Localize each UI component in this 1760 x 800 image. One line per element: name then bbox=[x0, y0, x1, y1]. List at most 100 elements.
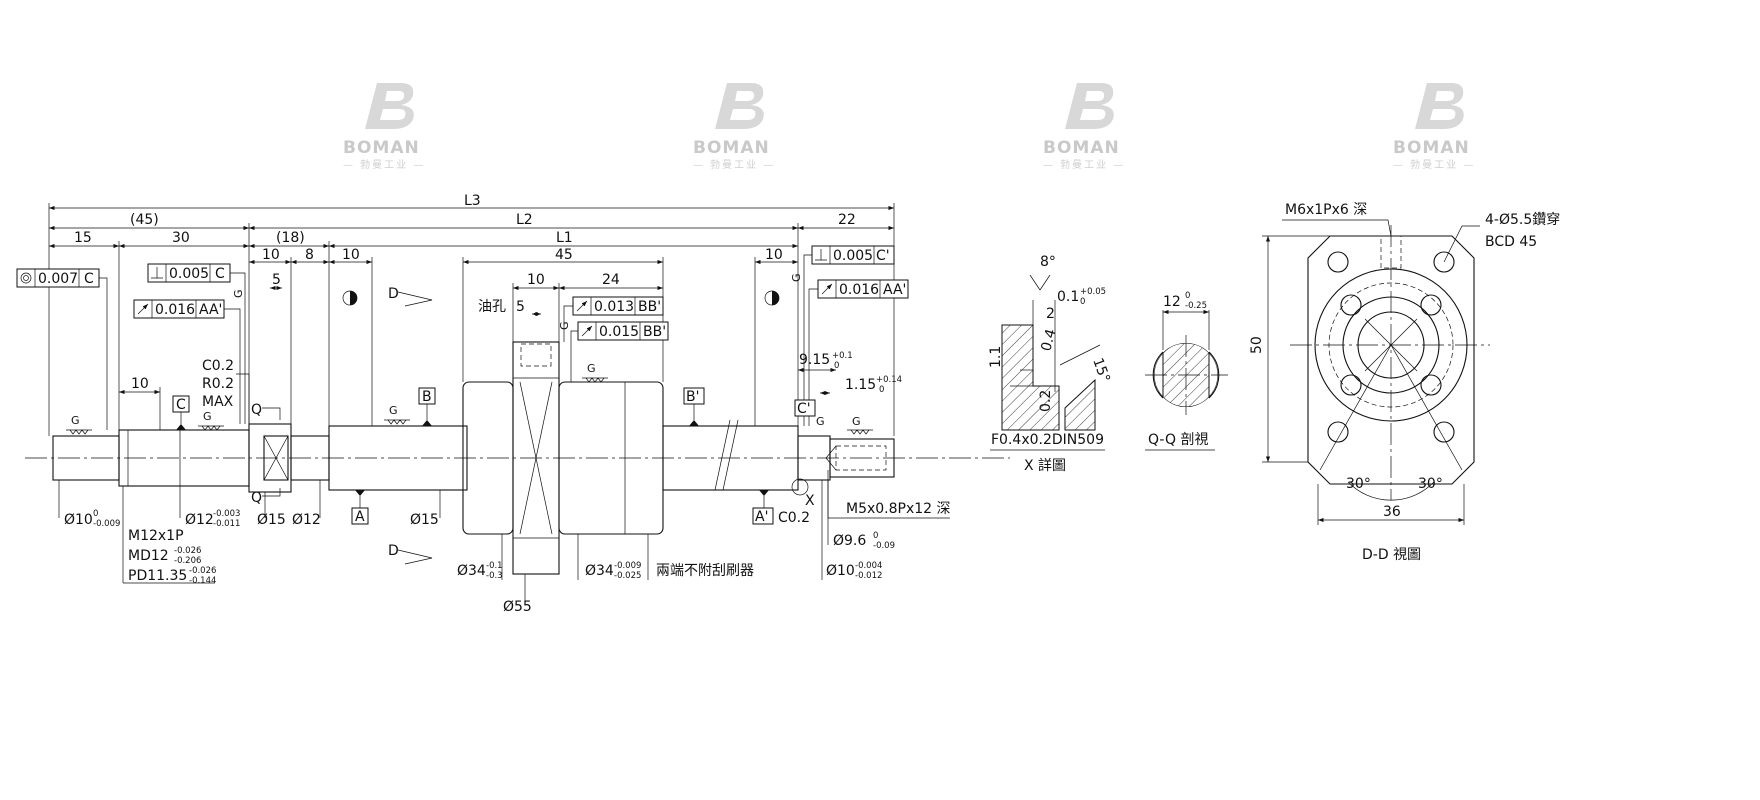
dim-30: 30 bbox=[172, 230, 190, 246]
svg-text:G: G bbox=[587, 362, 596, 375]
svg-text:— 勃曼工业 —: — 勃曼工业 — bbox=[693, 158, 775, 171]
section-q-dim-12: 12 bbox=[1163, 294, 1181, 310]
svg-text:G: G bbox=[790, 273, 803, 282]
watermark-logo: BOMAN — 勃曼工业 — bbox=[693, 83, 775, 171]
oil-hole-label: 油孔 bbox=[478, 299, 506, 315]
dim-L1: L1 bbox=[556, 230, 573, 246]
section-q-arrow bbox=[262, 488, 281, 497]
svg-text:A: A bbox=[355, 509, 365, 525]
svg-text:G: G bbox=[203, 410, 212, 423]
dim-8: 8 bbox=[305, 247, 314, 263]
dia-34-nut-tol-lower: -0.025 bbox=[614, 571, 641, 581]
section-symbol bbox=[764, 290, 780, 306]
dia-34-nut-tol-upper: -0.009 bbox=[614, 561, 641, 571]
dim-9-15-tol-upper: +0.1 bbox=[832, 351, 853, 361]
svg-text:C': C' bbox=[797, 401, 811, 417]
thread-pd-tol-lower: -0.144 bbox=[189, 576, 216, 586]
datum-ap: A' bbox=[752, 490, 774, 525]
section-symbol bbox=[342, 290, 358, 306]
dia-10-left-tol-upper: 0 bbox=[93, 509, 98, 519]
view-d-angle-30-left: 30° bbox=[1346, 476, 1371, 492]
gdt-ref: BB' bbox=[643, 324, 666, 340]
dia-12-thread: Ø12 bbox=[185, 512, 214, 528]
gdt-ref: AA' bbox=[199, 302, 222, 318]
gdt-value: 0.005 bbox=[169, 266, 209, 282]
section-q-tol-lower: -0.25 bbox=[1185, 301, 1207, 311]
detail-x-0-1-tol-lower: 0 bbox=[1080, 297, 1085, 307]
dia-10-left-tol-lower: -0.009 bbox=[93, 519, 120, 529]
datum-cp: C' bbox=[794, 399, 816, 417]
section-q-tol-upper: 0 bbox=[1185, 291, 1190, 301]
dim-1-15-tol-upper: +0.14 bbox=[876, 375, 902, 385]
dia-34-nut: Ø34 bbox=[585, 563, 614, 579]
svg-text:G: G bbox=[389, 404, 398, 417]
detail-x-1-1: 1.1 bbox=[988, 346, 1004, 368]
gdt-ref: C' bbox=[876, 248, 890, 264]
view-d-holes-note: 4-Ø5.5鑽穿 bbox=[1485, 212, 1560, 228]
dim-9-15-tol-lower: 0 bbox=[834, 361, 839, 371]
dia-34-flange-tol-upper: -0.1 bbox=[486, 561, 503, 571]
dim-L3: L3 bbox=[464, 193, 481, 209]
dia-9-6-tol-upper: 0 bbox=[873, 531, 878, 541]
dim-15: 15 bbox=[74, 230, 92, 246]
gdt-runout-right: 0.016 AA' bbox=[808, 279, 909, 426]
gdt-value: 0.015 bbox=[599, 324, 639, 340]
view-d-height-50: 50 bbox=[1249, 336, 1265, 354]
chamfer-c02-label: C0.2 bbox=[202, 358, 234, 374]
svg-text:BOMAN: BOMAN bbox=[1043, 138, 1120, 158]
detail-x-note: F0.4x0.2DIN509 bbox=[991, 432, 1104, 448]
svg-text:G: G bbox=[71, 414, 80, 427]
leader-line bbox=[236, 373, 250, 424]
svg-text:B: B bbox=[422, 389, 432, 405]
detail-x-angle-8: 8° bbox=[1040, 254, 1056, 270]
dim-9-15: 9.15 bbox=[799, 352, 830, 368]
gdt-ref: BB' bbox=[638, 299, 661, 315]
grind-mark: G bbox=[66, 414, 92, 435]
dia-10-right: Ø10 bbox=[826, 563, 855, 579]
svg-text:G: G bbox=[816, 415, 825, 428]
grind-mark: G bbox=[582, 362, 608, 383]
gdt-runout-nut-1: 0.013 BB' bbox=[563, 296, 664, 342]
wiper-note: 兩端不附刮刷器 bbox=[656, 563, 754, 579]
gdt-ref: C bbox=[84, 271, 94, 287]
detail-x-2: 2 bbox=[1046, 306, 1055, 322]
watermark-logo: BOMAN — 勃曼工业 — bbox=[343, 83, 423, 171]
thread-pd: PD11.35 bbox=[128, 568, 187, 584]
thread-md12-tol-upper: -0.026 bbox=[174, 546, 201, 556]
grind-mark: G bbox=[198, 410, 224, 431]
thread-m5: M5x0.8Px12 深 bbox=[846, 501, 951, 517]
gdt-ref: AA' bbox=[883, 282, 906, 298]
gdt-value: 0.005 bbox=[833, 248, 873, 264]
grind-mark: G bbox=[232, 289, 245, 298]
dia-10-right-tol-lower: -0.012 bbox=[855, 571, 882, 581]
detail-x-0-4: 0.4 bbox=[1038, 327, 1059, 353]
svg-text:BOMAN: BOMAN bbox=[1393, 138, 1470, 158]
detail-x-title: X 詳圖 bbox=[1024, 458, 1066, 474]
thread-md12: MD12 bbox=[128, 548, 169, 564]
dim-5a: 5 bbox=[272, 272, 281, 288]
section-q-label-top: Q bbox=[251, 402, 262, 418]
dim-10e: 10 bbox=[765, 247, 783, 263]
view-d-flange bbox=[1262, 219, 1490, 525]
svg-text:BOMAN: BOMAN bbox=[693, 138, 770, 158]
svg-text:G: G bbox=[232, 289, 245, 298]
datum-a: A bbox=[351, 490, 369, 525]
watermark-logo: BOMAN — 勃曼工业 — bbox=[1043, 83, 1123, 171]
thread-md12-tol-lower: -0.206 bbox=[174, 556, 201, 566]
grind-mark: G bbox=[790, 273, 803, 282]
view-d-width-36: 36 bbox=[1383, 504, 1401, 520]
view-d-arrow bbox=[397, 549, 433, 565]
view-d-label-top: D bbox=[388, 286, 399, 302]
leaders-bottom bbox=[58, 470, 829, 605]
dim-5b: 5 bbox=[516, 299, 525, 315]
watermark-logo: BOMAN — 勃曼工业 — bbox=[1393, 83, 1473, 171]
dim-L2: L2 bbox=[516, 212, 533, 228]
grind-mark: G bbox=[558, 321, 571, 330]
dim-45: 45 bbox=[555, 247, 573, 263]
section-q-arrow bbox=[262, 407, 281, 420]
detail-x-0-1-tol-upper: +0.05 bbox=[1080, 287, 1106, 297]
view-d-angle-30-right: 30° bbox=[1418, 476, 1443, 492]
gdt-value: 0.016 bbox=[839, 282, 879, 298]
ball-screw-shaft bbox=[52, 341, 895, 575]
